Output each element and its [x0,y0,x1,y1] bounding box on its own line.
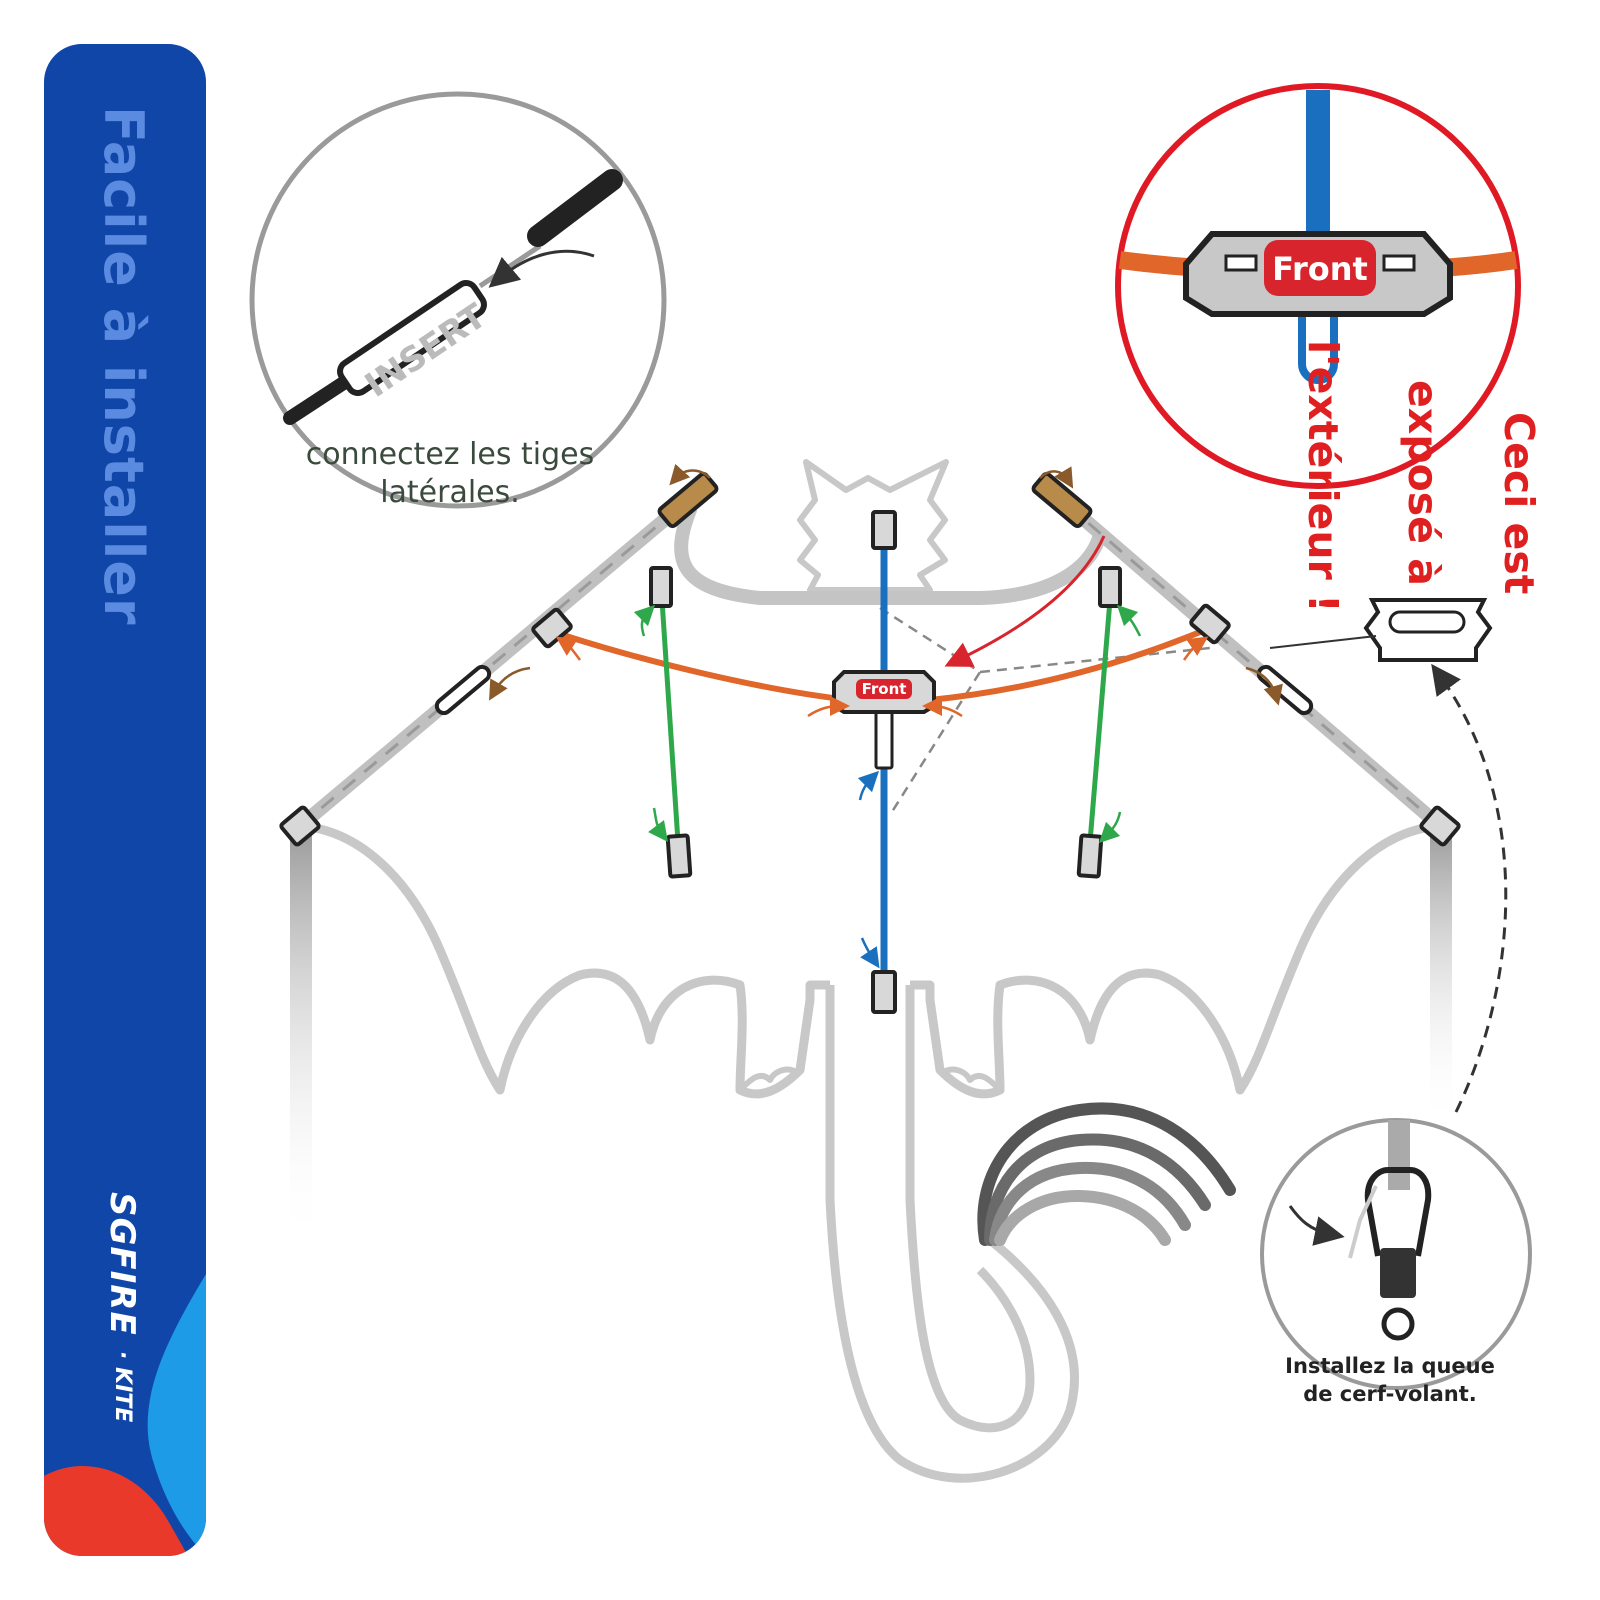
front-callout-badge [1264,240,1376,296]
right-standoff-top-cap [1098,566,1122,608]
guide-lines [879,606,1211,816]
spreader-left-arrow [807,696,850,718]
right-wing-pole [1430,826,1452,1126]
brand-name: SGFIRE [102,1192,142,1336]
spreader-left-end-arrow [555,636,582,661]
spine-bottom-cap [871,970,897,1014]
kite-tail-outline [825,985,1079,1483]
kite-tail-inner [905,985,1035,1433]
tail-curve-arrow [1431,663,1508,1113]
left-rod-connector [434,664,492,716]
tail-callout [1260,1118,1532,1390]
left-spreader-fitting [531,607,573,649]
spine-joint-sleeve [874,708,894,770]
spreader-right-arrow [922,696,963,718]
right-top-rotate-arrow [1039,466,1074,489]
warning-line-2: exposé à [1399,380,1447,586]
front-callout-spine [1306,90,1330,250]
standoffs [633,566,1142,879]
tail-callout-swivel [1380,1248,1416,1298]
top-crossbar [674,503,1107,605]
spine-top-cap [871,510,897,550]
right-wing-outline [910,821,1441,1099]
right-standoff-bottom-cap [1076,833,1104,879]
left-standoff-bottom-cap [665,833,693,879]
leading-edge-rods [295,471,1445,832]
brand-subtitle: · KITE [110,1351,135,1423]
right-rod-connector [1256,664,1314,716]
insert-callout: INSERT [249,91,667,509]
right-standoff [1087,599,1113,843]
left-wing-tip-cap [279,805,321,847]
brand-logo: SGFIRE · KITE [102,1192,142,1423]
tail-callout-carabiner [1364,1167,1432,1257]
tail-caption-line-1: Installez la queue [1285,1354,1495,1378]
front-pointer-arrow [944,535,1106,667]
left-wing-pole [290,826,312,1246]
right-standoff-up-arrow [1116,604,1142,637]
tail-clip-slot [1388,610,1466,634]
warning-line-1: Ceci est [1495,412,1543,595]
insert-arrow [488,249,595,288]
right-top-end-cap [1031,471,1093,529]
left-top-end-cap [657,471,719,529]
tail-callout-ring [1381,1307,1415,1341]
left-top-rotate-arrow [669,463,711,486]
center-hub: Front [832,670,936,714]
tail-callout-rod [1388,1120,1410,1190]
banner-waves [44,1274,206,1556]
insert-sleeve [337,280,487,396]
right-connector-arrow [1245,666,1283,706]
tail-clip-detail [1269,598,1508,1113]
connect-rods-caption: connectez les tiges latérales. [305,437,595,510]
left-connector-arrow [489,666,531,701]
front-callout: Front [1115,83,1521,489]
hub-front-label: Front [862,680,907,698]
bat-head-outline [797,459,949,593]
side-banner [44,44,206,1556]
spine-up-arrow [857,770,880,801]
banner-title: Facile à installer [92,106,155,626]
left-standoff-up-arrow [633,604,656,637]
right-wing-tip-cap [1419,805,1461,847]
horizontal-spreader [559,627,1207,703]
tail-caption-line-2: de cerf-volant. [1303,1382,1477,1406]
spine-down-arrow [860,937,880,969]
left-standoff-down-arrow [648,807,668,843]
left-wing-outline [299,821,830,1099]
front-callout-left-slot [1224,254,1258,272]
right-standoff-down-arrow [1098,811,1122,844]
tail-streamers [977,1102,1236,1246]
tail-callout-arrow [1288,1205,1345,1246]
tail-install-caption: Installez la queue de cerf-volant. [1270,1352,1510,1408]
front-callout-right-slot [1382,254,1416,272]
left-standoff-top-cap [649,566,673,608]
warning-line-3: l'extérieur ! [1299,340,1347,613]
kite-outline [299,459,1441,1483]
tail-callout-hook [1348,1185,1378,1259]
front-callout-label: Front [1272,250,1368,288]
bat-right-claw [937,1066,1003,1093]
right-spreader-fitting [1189,603,1231,645]
left-standoff [659,599,681,843]
spreader-right-end-arrow [1182,636,1209,661]
bat-left-claw [737,1066,803,1093]
